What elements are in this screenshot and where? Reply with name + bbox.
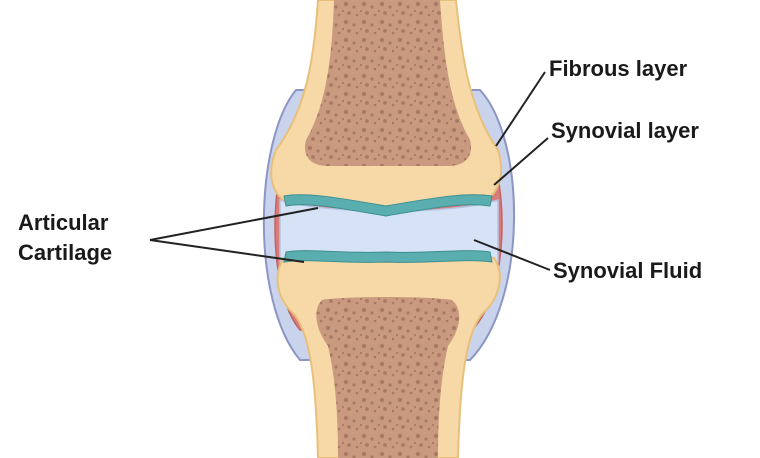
label-synovial-layer: Synovial layer: [551, 118, 699, 144]
lower-bone-marrow: [316, 297, 459, 458]
label-articular-cartilage-line2: Cartilage: [18, 240, 112, 266]
leader-line-fibrous: [496, 72, 545, 146]
label-articular-cartilage-line1: Articular: [18, 210, 108, 236]
lower-articular-cartilage: [284, 251, 492, 263]
label-synovial-fluid: Synovial Fluid: [553, 258, 702, 284]
label-fibrous-layer: Fibrous layer: [549, 56, 687, 82]
